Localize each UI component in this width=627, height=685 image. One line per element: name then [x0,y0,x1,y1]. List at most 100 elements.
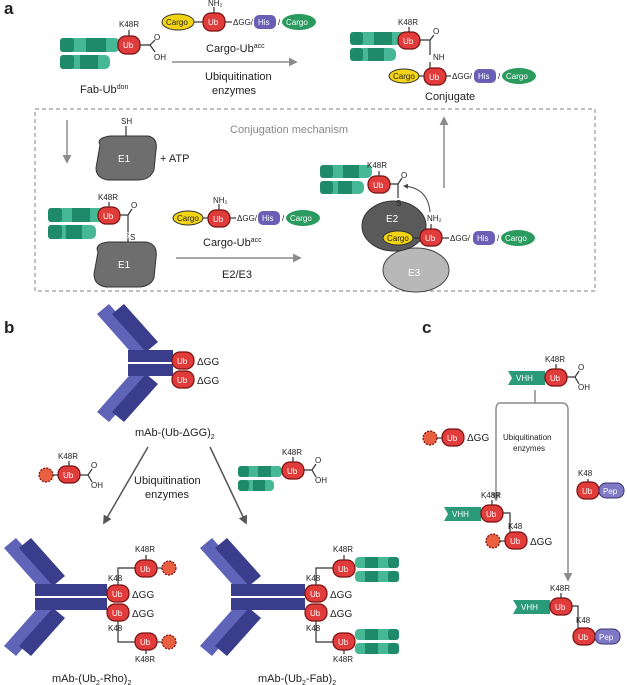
conjugation-mechanism-label: Conjugation mechanism [230,124,348,136]
vhh-label: VHH [452,510,469,519]
nh-label: NH [433,53,445,62]
cargo-ub-acc-molecule-mechanism: Cargo Ub NH₂ ΔGG/ His / Cargo [172,196,320,228]
cargo-label: Cargo [286,18,308,27]
e1-label: E1 [118,260,131,271]
s-label: S [396,199,401,208]
panel-label-a: a [4,0,14,18]
e3-label: E3 [408,268,421,279]
cargo-label: Cargo [177,214,199,223]
k48-label: K48 [108,574,123,583]
conjugate-molecule: Ub K48R O NH Cargo Ub ΔGG/ His / Cargo [350,18,536,86]
atp-label: + ATP [160,153,189,165]
dgg-label: ΔGG [530,537,552,548]
k48r-label: K48R [98,193,118,202]
vhh-label: VHH [521,603,538,612]
k48-label: K48 [108,624,123,633]
ub-label: Ub [310,590,321,599]
ub-label: Ub [447,434,458,443]
cargo-ub-acc-molecule: Cargo Ub NH₂ ΔGG/ His / Cargo [161,0,316,32]
arrow-icon [103,446,149,525]
svg-text:/: / [282,214,285,223]
k48r-label: K48R [135,655,155,664]
pep-label: Pep [599,633,614,642]
svg-text:/: / [497,234,500,243]
k48-label: K48 [578,469,593,478]
ubiquitination-label: Ubiquitination [205,71,272,83]
ub-label: Ub [550,374,561,383]
oh-label: OH [578,383,590,392]
ub-label: Ub [338,565,349,574]
dgg-slash-label: ΔGG/ [452,72,473,81]
arrow-icon [491,390,536,502]
ub-label: Ub [112,590,123,599]
dgg-label: ΔGG [330,590,352,601]
k48-label: K48 [306,624,321,633]
ub-label: Ub [310,609,321,618]
k48r-label: K48R [135,545,155,554]
mab-ub2-rho-molecule: Ub ΔGG Ub ΔGG K48 Ub K48R K48 Ub K48R [4,538,177,664]
ub-label: Ub [555,603,566,612]
his-label: His [258,18,270,27]
ub-label: Ub [338,638,349,647]
enzymes-label: enzymes [513,444,545,453]
o-label: O [154,33,160,42]
his-label: His [262,214,274,223]
ub-label: Ub [287,467,298,476]
his-label: His [478,72,490,81]
arrow-icon [209,446,247,525]
ub-label: Ub [208,18,219,27]
k48r-label: K48R [545,355,565,364]
panel-label-b: b [4,318,14,337]
rhodamine-star-icon [422,430,438,446]
e2-label: E2 [386,214,399,225]
nh2-label: NH₂ [208,0,223,8]
rhodamine-star-icon [161,560,177,576]
ubiquitination-label: Ubiquitination [503,433,551,442]
mab-ub2-fab-molecule: Ub ΔGG Ub ΔGG K48 Ub K48R K48 Ub K48R [200,538,399,664]
ub-label: Ub [112,609,123,618]
vhh-ub-ub-pep-molecule: VHH Ub K48R K48 Ub Pep [513,584,621,646]
ub-label: Ub [140,638,151,647]
dgg-label: ΔGG [132,609,154,620]
oh-label: OH [91,481,103,490]
conjugation-mechanism-box [34,108,596,292]
enzymes-label: enzymes [145,489,190,501]
vhh-ub-molecule: VHH Ub K48R O OH [508,355,590,392]
k48r-label: K48R [333,655,353,664]
ub-label: Ub [425,234,436,243]
his-label: His [477,234,489,243]
e1-label: E1 [118,154,131,165]
k48r-label: K48R [398,18,418,27]
s-label: S [130,233,135,242]
dgg-slash-label: ΔGG/ [237,214,258,223]
cargo-label: Cargo [506,72,528,81]
rhodamine-star-icon [161,634,177,650]
mab-ub2-rho-label: mAb-(Ub2-Rho)2 [52,673,131,685]
arrow-icon [535,402,573,582]
enzymes-label: enzymes [212,85,257,97]
dgg-label: ΔGG [467,433,489,444]
ubiquitination-label: Ubiquitination [134,475,201,487]
rhodamine-star-icon [38,467,54,483]
dgg-label: ΔGG [197,357,219,368]
ub-label: Ub [213,215,224,224]
k48r-label: K48R [481,491,501,500]
o-label: O [578,363,584,372]
fab-ub-don-label: Fab-Ubdon [80,84,128,96]
ub-label: Ub [429,73,440,82]
panel-label-c: c [422,318,431,337]
mab-ub-dgg-molecule: Ub ΔGG Ub ΔGG [97,304,219,422]
o-label: O [131,201,137,210]
vhh-ub-ub-rho-molecule: VHH Ub K48R K48 Ub ΔGG [444,491,552,550]
oh-label: OH [154,53,166,62]
svg-text:/: / [278,18,281,27]
ub-label: Ub [486,510,497,519]
dgg-label: ΔGG [132,590,154,601]
fab-ub-e1-complex: Ub K48R O S S E1 [48,193,157,288]
o-label: O [315,456,321,465]
o-label: O [433,27,439,36]
cargo-label: Cargo [166,18,188,27]
rhodamine-star-icon [485,533,501,549]
rho-ub-molecule: Ub K48R O OH [38,452,103,490]
